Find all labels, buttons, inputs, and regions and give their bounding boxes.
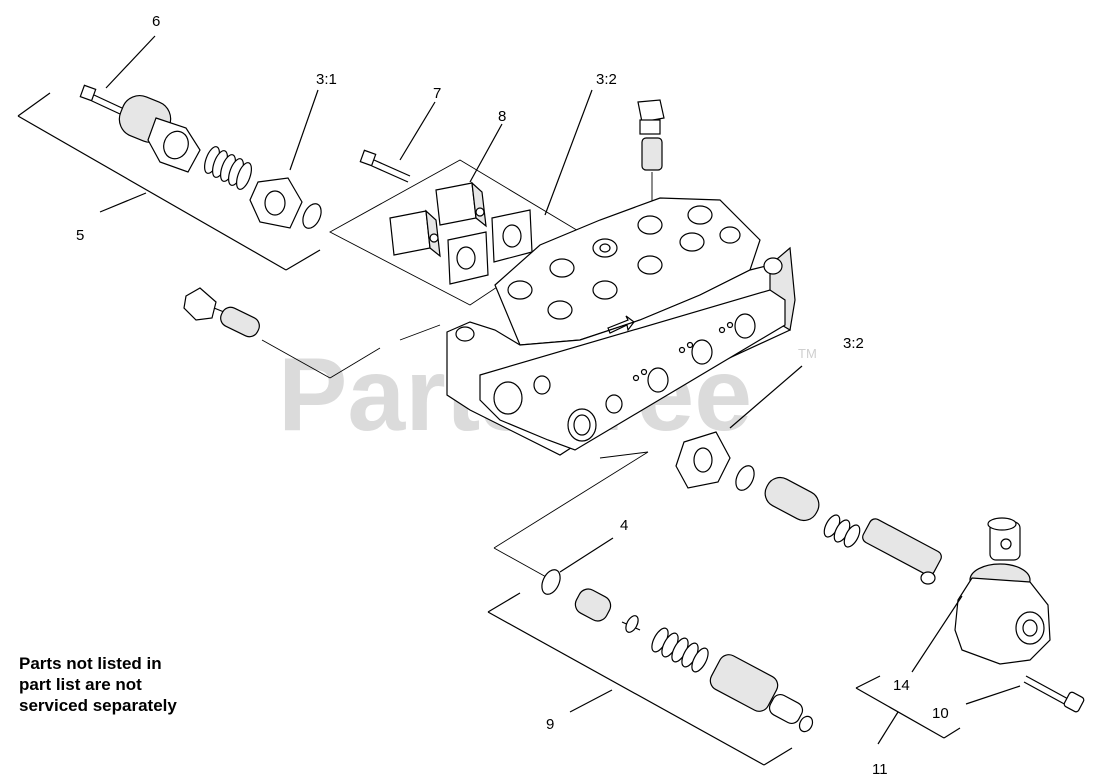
part-10-screw bbox=[965, 675, 1085, 713]
label-3-2-right: 3:2 bbox=[843, 335, 864, 352]
label-7: 7 bbox=[433, 85, 441, 102]
watermark-trademark: TM bbox=[798, 346, 817, 361]
part-7-screw bbox=[359, 101, 436, 183]
label-8: 8 bbox=[498, 108, 506, 125]
part-14-handle-housing bbox=[911, 517, 1051, 673]
part-left-spool bbox=[183, 287, 260, 338]
label-11: 11 bbox=[872, 761, 888, 778]
part-spring-top bbox=[204, 146, 252, 190]
part-o-ring-right bbox=[735, 465, 755, 491]
label-4: 4 bbox=[620, 517, 628, 534]
part-3-2-gasket-right bbox=[675, 365, 803, 489]
label-14: 14 bbox=[893, 677, 910, 694]
part-4-o-ring bbox=[541, 537, 614, 595]
part-o-ring-top bbox=[302, 203, 322, 229]
leader-lines-left-spool bbox=[261, 324, 441, 379]
label-9: 9 bbox=[546, 716, 554, 733]
group-bracket-9 bbox=[487, 592, 793, 766]
part-9-check-valve bbox=[574, 588, 814, 733]
part-6-screw bbox=[79, 35, 156, 115]
callout-labels: 6 3:1 7 8 3:2 5 3:2 4 14 10 9 11 bbox=[76, 13, 949, 778]
part-5-relief-valve-body bbox=[118, 94, 201, 173]
part-right-spool bbox=[764, 476, 942, 585]
label-5: 5 bbox=[76, 227, 84, 244]
label-6: 6 bbox=[152, 13, 160, 30]
leader-lines-lower bbox=[493, 451, 649, 579]
part-3-2-valve-manifold bbox=[446, 89, 796, 456]
part-top-plug bbox=[637, 99, 665, 240]
part-3-1-gasket bbox=[249, 89, 319, 229]
note-line-3: serviced separately bbox=[19, 696, 177, 715]
label-3-1: 3:1 bbox=[316, 71, 337, 88]
part-8-blocks bbox=[329, 123, 581, 306]
parts-note: Parts not listed in part list are not se… bbox=[19, 653, 177, 716]
group-bracket-11 bbox=[855, 675, 961, 745]
note-line-2: part list are not bbox=[19, 675, 142, 694]
group-bracket-5 bbox=[17, 92, 321, 271]
note-line-1: Parts not listed in bbox=[19, 654, 162, 673]
label-3-2-top: 3:2 bbox=[596, 71, 617, 88]
label-10: 10 bbox=[932, 705, 949, 722]
